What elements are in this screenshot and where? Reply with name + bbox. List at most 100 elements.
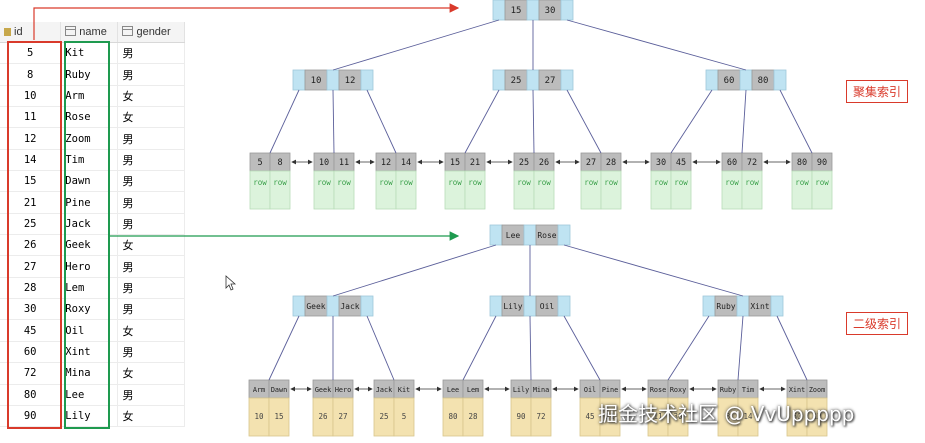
node-key-label: Oil [540,302,555,311]
leaf-key-label: Lily [513,386,529,394]
node-key-label: 12 [345,76,356,86]
id-column-highlight [7,41,62,429]
cell-id: 28 [0,277,62,300]
cell-id: 72 [0,362,62,385]
leaf-key-label: 14 [401,158,411,168]
leaf-key-label: Tim [742,386,754,394]
cell-gender: 男 [117,384,185,406]
leaf-key-label: 26 [539,158,549,168]
leaf-key-label: Oil [584,386,596,394]
leaf-key-label: Hero [335,386,351,394]
cell-id: 11 [0,106,62,129]
node-pointer [360,69,374,91]
cell-id: 21 [0,191,62,214]
leaf-row-cell [249,170,271,210]
node-key-label: 60 [724,76,735,86]
node-pointer [526,0,540,21]
cell-name: Geek [60,234,119,257]
cell-name: Rose [60,106,119,129]
leaf-row-label: row [795,178,809,187]
leaf-row-cell [333,170,355,210]
clustered-connector-arrow [33,3,460,40]
leaf-row-cell [811,170,833,210]
leaf-id-label: 25 [379,412,388,421]
leaf-row-label: row [517,178,531,187]
node-pointer [736,295,750,317]
leaf-key-label: 30 [656,158,666,168]
cell-name: Pine [60,191,119,214]
cell-name: Lily [60,405,119,428]
leaf-key-label: 21 [470,158,480,168]
leaf-id-cell [393,397,415,437]
leaf-key-label: Jack [376,386,392,394]
leaf-key-label: Xint [789,386,805,394]
node-key-label: Xint [750,302,769,311]
node-pointer [526,69,540,91]
column-icon [65,26,77,36]
leaf-key-label: 60 [727,158,737,168]
leaf-row-label: row [745,178,759,187]
cell-name: Xint [60,341,119,364]
tree-edge [779,89,813,154]
node-pointer [292,295,306,317]
leaf-row-cell [670,170,692,210]
leaf-key-label: 45 [676,158,686,168]
leaf-id-cell [667,397,689,437]
leaf-row-label: row [674,178,688,187]
node-pointer [360,295,374,317]
cell-name: Tim [60,149,119,172]
cell-name: Roxy [60,298,119,321]
leaf-row-cell [375,170,397,210]
leaf-key-label: 27 [586,158,596,168]
column-header-name[interactable]: name [60,22,119,43]
node-pointer [739,69,753,91]
node-pointer [326,295,340,317]
cell-name: Mina [60,362,119,385]
leaf-id-label: 21 [605,412,614,421]
node-pointer [492,69,506,91]
column-header-gender[interactable]: gender [117,22,185,43]
tree-edge [670,89,713,154]
leaf-row-cell [313,170,335,210]
tree-edge [741,89,747,154]
leaf-row-label: row [448,178,462,187]
cell-gender: 男 [117,63,185,86]
cell-gender: 男 [117,191,185,214]
cell-id: 30 [0,298,62,321]
mouse-cursor-icon [225,275,237,291]
leaf-id-label: 45 [585,412,594,421]
leaf-row-label: row [468,178,482,187]
node-key-label: 15 [511,6,522,16]
leaf-row-cell [395,170,417,210]
leaf-key-label: Arm [253,386,265,394]
node-key-label: 27 [545,76,556,86]
leaf-id-label: 80 [448,412,458,421]
cell-gender: 女 [117,234,185,257]
